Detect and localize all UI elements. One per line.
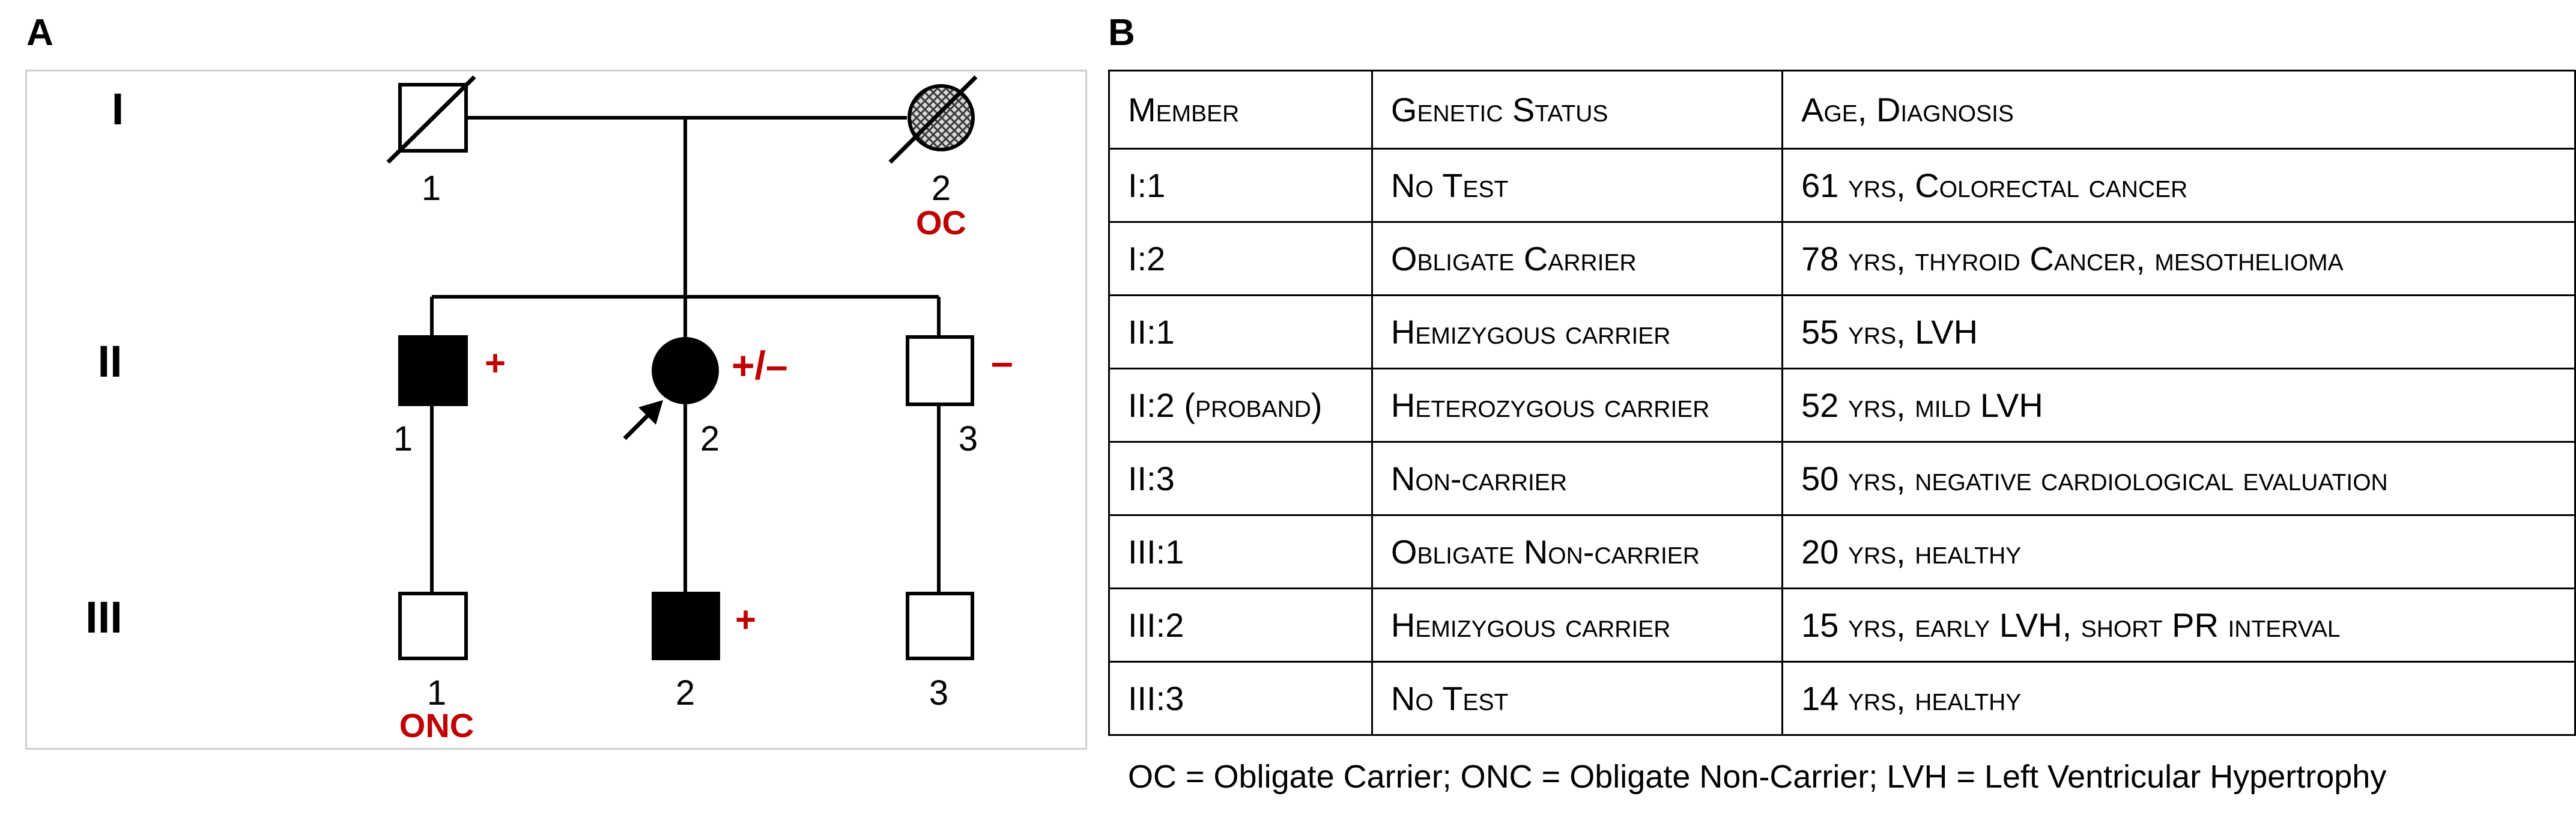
- individual-iii1-number: 1: [427, 673, 446, 712]
- individual-ii3-annotation: –: [991, 339, 1013, 384]
- table-row: III:3 No Test 14 yrs, healthy: [1108, 661, 2576, 736]
- cell-member: III:3: [1108, 661, 1373, 736]
- individual-iii2-annotation: +: [735, 600, 756, 640]
- cell-member: III:2: [1108, 588, 1373, 663]
- deceased-slash-i2: [888, 75, 978, 164]
- table-row: I:1 No Test 61 yrs, Colorectal cancer: [1108, 148, 2576, 223]
- generation-label-iii: III: [85, 592, 123, 642]
- table-header-row: Member Genetic Status Age, Diagnosis: [1108, 70, 2576, 150]
- column-header-member: Member: [1108, 70, 1373, 150]
- individual-ii2-annotation: +/–: [732, 343, 788, 387]
- cell-genetic-status: Hemizygous carrier: [1371, 294, 1784, 369]
- cell-genetic-status: Obligate Non-carrier: [1371, 514, 1784, 589]
- individual-iii3-number: 3: [929, 673, 948, 712]
- cell-member: II:1: [1108, 294, 1373, 369]
- cell-age-diagnosis: 15 yrs, early LVH, short PR interval: [1781, 588, 2576, 663]
- cell-age-diagnosis: 20 yrs, healthy: [1781, 514, 2576, 589]
- cell-age-diagnosis: 55 yrs, LVH: [1781, 294, 2576, 369]
- individual-iii1-square: [398, 592, 468, 660]
- cell-age-diagnosis: 78 yrs, thyroid Cancer, mesothelioma: [1781, 221, 2576, 296]
- panel-label-b: B: [1108, 12, 1135, 53]
- cell-genetic-status: Non-carrier: [1371, 441, 1784, 516]
- cell-genetic-status: Hemizygous carrier: [1371, 588, 1784, 663]
- cell-member: I:1: [1108, 148, 1373, 223]
- individual-ii2-circle: [652, 337, 719, 404]
- pedigree-panel: [25, 70, 1087, 750]
- proband-arrow-icon: [623, 400, 663, 440]
- generation-label-ii: II: [97, 336, 122, 386]
- cell-age-diagnosis: 61 yrs, Colorectal cancer: [1781, 148, 2576, 223]
- table-row: III:1 Obligate Non-carrier 20 yrs, healt…: [1108, 514, 2576, 589]
- cell-genetic-status: Heterozygous carrier: [1371, 368, 1784, 443]
- pedigree-lines: [430, 116, 941, 594]
- pedigree-diagram: I II III 1 2 OC + 1 +/– 2 – 3 1 ONC + 2 …: [85, 75, 1013, 744]
- panel-label-a: A: [26, 12, 53, 53]
- table-row: II:3 Non-carrier 50 yrs, negative cardio…: [1108, 441, 2576, 516]
- individual-i1-number: 1: [422, 169, 441, 208]
- individual-i2-number: 2: [932, 169, 951, 208]
- cell-age-diagnosis: 14 yrs, healthy: [1781, 661, 2576, 736]
- genetic-status-table: Member Genetic Status Age, Diagnosis I:1…: [1108, 70, 2576, 736]
- individual-i2-annotation: OC: [916, 204, 966, 241]
- individual-ii3-square: [906, 335, 974, 406]
- individual-iii1-annotation: ONC: [399, 706, 474, 744]
- table-row: II:1 Hemizygous carrier 55 yrs, LVH: [1108, 294, 2576, 369]
- cell-genetic-status: Obligate Carrier: [1371, 221, 1784, 296]
- individual-ii1-number: 1: [393, 419, 413, 458]
- column-header-genetic-status: Genetic Status: [1371, 70, 1784, 150]
- cell-age-diagnosis: 52 yrs, mild LVH: [1781, 368, 2576, 443]
- cell-genetic-status: No Test: [1371, 148, 1784, 223]
- individual-ii1-square: [398, 335, 468, 406]
- cell-member: I:2: [1108, 221, 1373, 296]
- individual-i2-circle: [908, 84, 975, 151]
- deceased-slash-i1: [386, 75, 476, 164]
- table-row: I:2 Obligate Carrier 78 yrs, thyroid Can…: [1108, 221, 2576, 296]
- individual-ii1-annotation: +: [485, 343, 506, 383]
- cell-member: II:2 (proband): [1108, 368, 1373, 443]
- cell-member: III:1: [1108, 514, 1373, 589]
- individual-iii2-number: 2: [676, 673, 695, 712]
- individual-ii2-number: 2: [700, 419, 720, 458]
- individual-iii2-square: [652, 592, 720, 660]
- column-header-age-diagnosis: Age, Diagnosis: [1781, 70, 2576, 150]
- generation-label-i: I: [112, 84, 124, 134]
- individual-iii3-square: [906, 592, 974, 660]
- cell-member: II:3: [1108, 441, 1373, 516]
- table-row: III:2 Hemizygous carrier 15 yrs, early L…: [1108, 588, 2576, 663]
- abbreviation-legend: OC = Obligate Carrier; ONC = Obligate No…: [1128, 759, 2387, 795]
- individual-ii3-number: 3: [959, 419, 978, 458]
- cell-genetic-status: No Test: [1371, 661, 1784, 736]
- table-row: II:2 (proband) Heterozygous carrier 52 y…: [1108, 368, 2576, 443]
- cell-age-diagnosis: 50 yrs, negative cardiological evaluatio…: [1781, 441, 2576, 516]
